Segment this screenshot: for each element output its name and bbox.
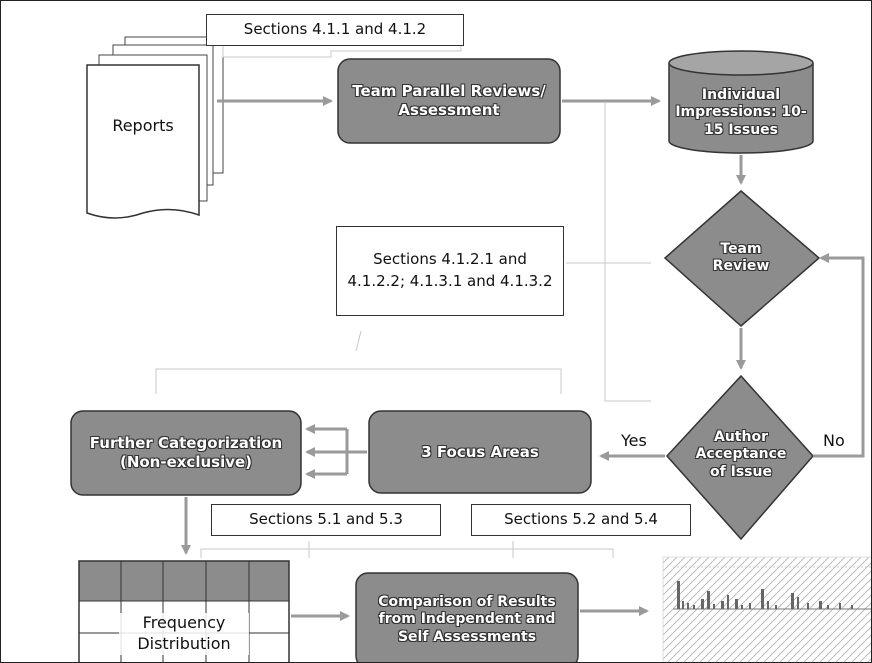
yes-label: Yes — [621, 431, 647, 450]
note-top: Sections 4.1.1 and 4.1.2 — [206, 14, 464, 46]
individual-impressions-cylinder — [668, 50, 814, 154]
focus-areas-node — [368, 410, 592, 494]
author-acceptance-diamond — [665, 374, 815, 541]
no-label: No — [823, 431, 845, 450]
result-chart-thumbnail — [662, 556, 871, 662]
frequency-table — [78, 560, 290, 662]
flow-arrows — [181, 96, 865, 621]
reports-label: Reports — [112, 116, 174, 135]
frequency-distribution-label: Frequency Distribution — [119, 613, 249, 655]
further-categorization-node — [70, 410, 302, 496]
note-bottom-right: Sections 5.2 and 5.4 — [471, 504, 691, 536]
note-bottom-left: Sections 5.1 and 5.3 — [211, 504, 441, 536]
team-parallel-node — [337, 58, 561, 144]
bracket-lines — [155, 45, 651, 558]
team-review-diamond — [663, 190, 821, 328]
note-middle: Sections 4.1.2.1 and 4.1.2.2; 4.1.3.1 an… — [336, 226, 564, 316]
reports-document-stack — [86, 36, 224, 219]
comparison-node — [355, 572, 579, 662]
